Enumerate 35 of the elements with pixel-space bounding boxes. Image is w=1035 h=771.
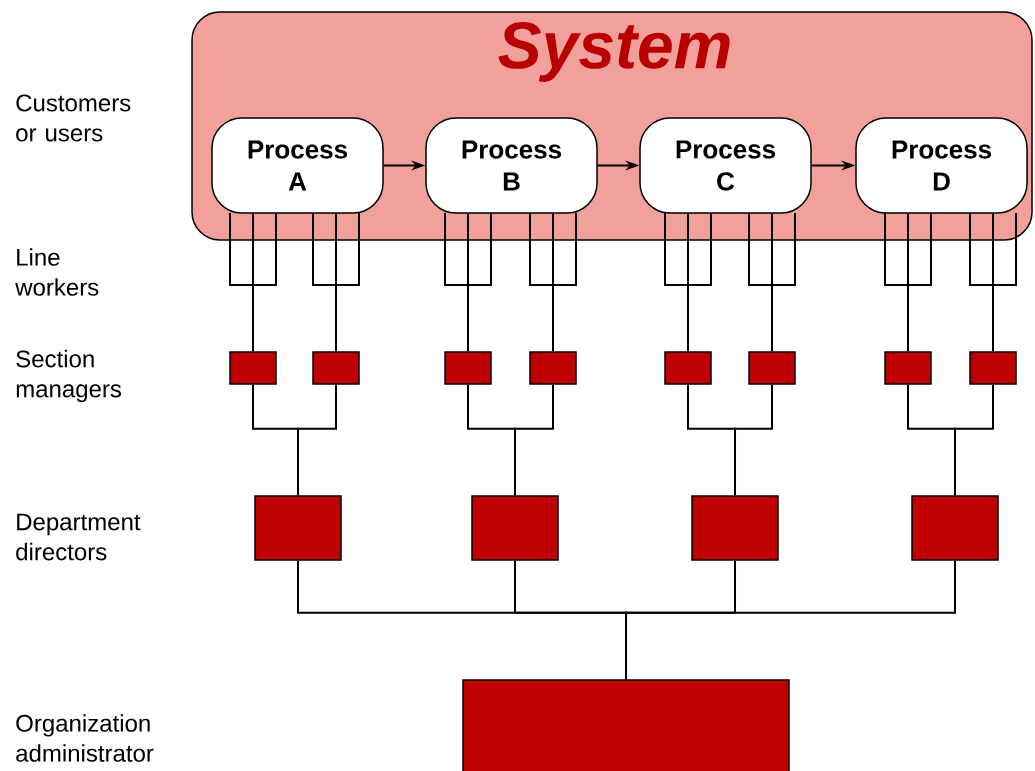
director-box [254,495,342,561]
row-label: Section managers [16,349,122,403]
process-box: Process D [855,117,1028,214]
connector-line [552,212,554,353]
manager-box [444,351,492,385]
connector-line [335,212,337,353]
row-label: Department directors [16,513,141,561]
administrator-box [462,679,790,771]
connector-line [734,383,773,497]
connector-line [625,559,956,681]
row-label: Customers or users [16,94,131,142]
manager-box [884,351,932,385]
connector-line [252,212,254,353]
connector-line [907,212,909,353]
connector-line [687,212,689,353]
process-box: Process C [639,117,812,214]
director-box [471,495,559,561]
connector-line [514,383,554,497]
connector-line [467,212,469,353]
manager-box [312,351,360,385]
director-box [691,495,779,561]
process-box: Process B [425,117,598,214]
manager-box [229,351,277,385]
process-box: Process A [211,117,384,214]
connector-line [297,383,337,497]
manager-box [664,351,712,385]
connector-line [992,212,994,353]
manager-box [529,351,577,385]
director-box [911,495,999,561]
connector-line [954,383,994,497]
row-label: Organization administrator [16,714,154,762]
row-label: Line workers [15,248,99,296]
connector-line [771,212,773,353]
manager-box [748,351,796,385]
manager-box [969,351,1017,385]
